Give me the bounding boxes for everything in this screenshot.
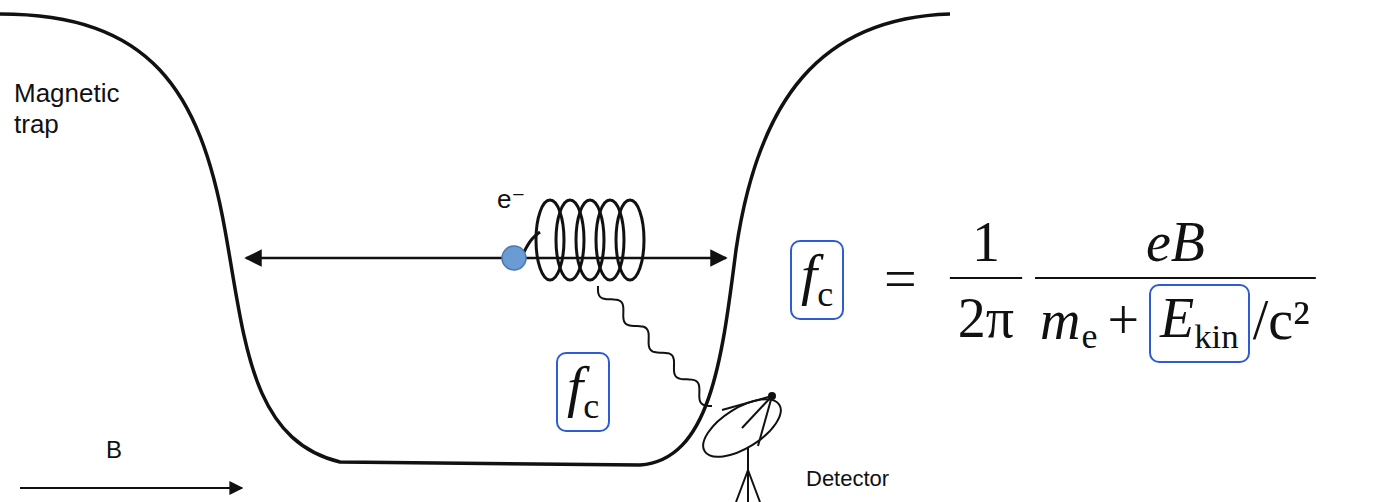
- detector-label: Detector: [806, 468, 889, 490]
- math-subscript: c: [817, 274, 833, 314]
- math-subscript: kin: [1194, 317, 1238, 356]
- numerator: eB: [1146, 214, 1205, 270]
- energy-box: Ekin: [1149, 284, 1250, 363]
- cyclotron-helix: [536, 200, 644, 280]
- electron: [502, 246, 526, 270]
- math-symbol: E: [1160, 287, 1194, 349]
- frequency-box: fc: [556, 352, 610, 432]
- electron-label: e⁻: [497, 186, 525, 212]
- fraction-bar: [1035, 277, 1316, 279]
- plus-sign: +: [1107, 292, 1139, 348]
- equals-sign: =: [884, 250, 917, 308]
- math-symbol: f: [567, 354, 583, 419]
- numerator: 1: [972, 214, 1000, 270]
- mass-subscript: e: [1081, 318, 1097, 354]
- frequency-box: fc: [790, 240, 844, 320]
- fraction-bar: [950, 277, 1022, 279]
- math-subscript: c: [583, 386, 599, 426]
- trap-potential-curve: [0, 14, 950, 465]
- field-label: B: [106, 438, 122, 462]
- radiation-wave: [598, 286, 712, 406]
- oscillation-double-arrow: [246, 257, 726, 260]
- speed-of-light-term: /c²: [1253, 292, 1310, 348]
- mass-symbol: m: [1040, 292, 1080, 348]
- title-label: Magnetic trap: [14, 78, 134, 140]
- math-symbol: f: [801, 242, 817, 307]
- denominator: 2π: [958, 290, 1014, 346]
- b-field-arrow: [20, 487, 242, 489]
- detector-dish: [694, 388, 790, 502]
